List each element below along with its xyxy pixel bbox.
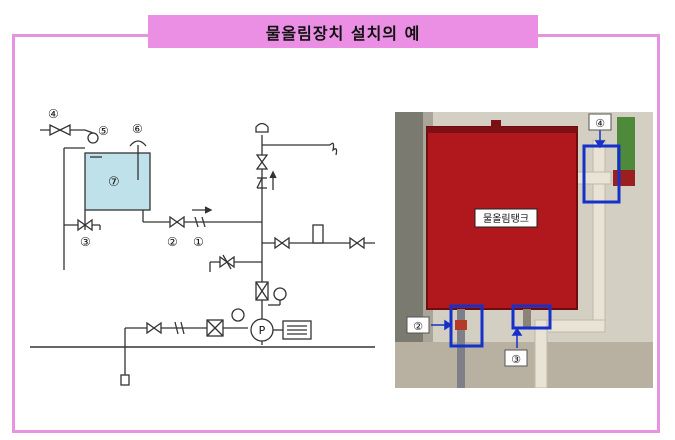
marker-1: ①	[193, 235, 204, 249]
page-title: 물올림장치 설치의 예	[148, 15, 538, 48]
tank-label: 물올림탱크	[483, 213, 529, 225]
marker-3: ③	[80, 235, 91, 249]
priming-device-schematic: P ④ ⑤ ⑥ ⑦ ③ ② ①	[30, 107, 375, 386]
marker-6: ⑥	[132, 122, 143, 136]
priming-tank-photo: 물올림탱크 ② ③ ④	[395, 112, 653, 388]
marker-5: ⑤	[98, 124, 109, 138]
marker-4: ④	[48, 107, 59, 121]
marker-2: ②	[167, 235, 178, 249]
callout-label-4: ④	[595, 117, 605, 130]
marker-7: ⑦	[108, 175, 120, 190]
callout-box-2	[449, 304, 484, 348]
pump-label: P	[259, 324, 266, 337]
callout-label-2: ②	[413, 320, 423, 333]
callout-box-3	[511, 304, 552, 330]
callout-label-3: ③	[511, 353, 521, 366]
